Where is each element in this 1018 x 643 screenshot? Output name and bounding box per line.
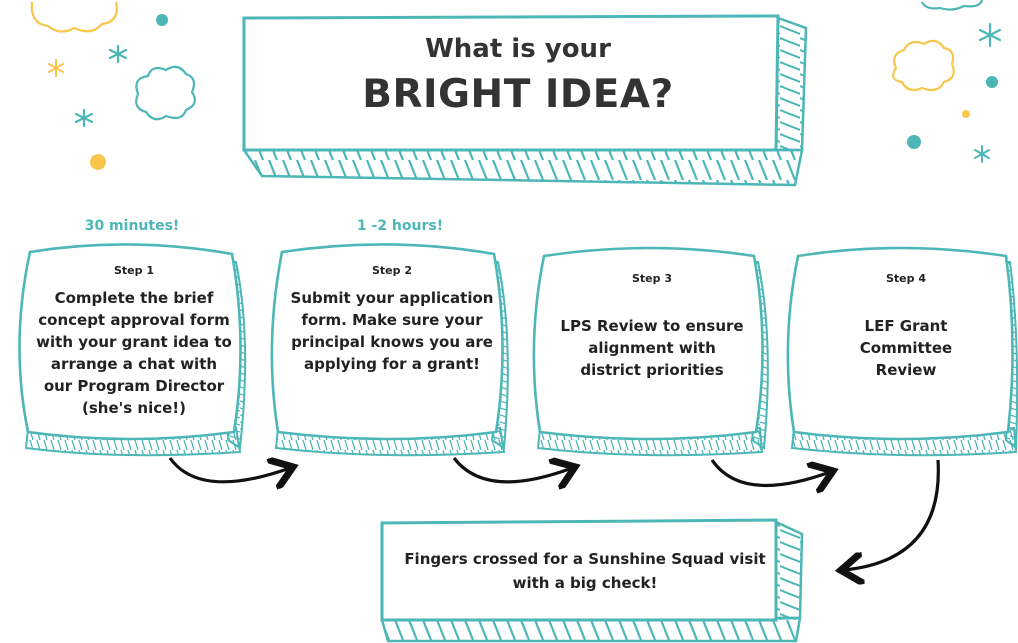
title-box: [241, 14, 808, 187]
dot-icon: [986, 76, 998, 88]
step-text: Complete the brief concept approval form…: [36, 289, 232, 417]
arrow-step1-to-step2: [168, 458, 290, 482]
sparkle-icon: [978, 22, 1002, 48]
step-label: Step 3: [632, 272, 672, 285]
step-text: Submit your application form. Make sure …: [290, 289, 494, 373]
step-card-2: Step 2 Submit your application form. Mak…: [290, 264, 494, 375]
dot-icon: [907, 135, 921, 149]
cloud-icon: [30, 1, 118, 33]
title-line-1: What is your: [425, 34, 611, 64]
step-card-4: Step 4 LEF Grant Committee Review: [818, 272, 994, 381]
final-step-text: Fingers crossed for a Sunshine Squad vis…: [404, 550, 766, 592]
step-label: Step 4: [886, 272, 926, 285]
step-card-frame-2: [270, 243, 509, 457]
step2-time-label: 1 -2 hours!: [356, 218, 444, 234]
arrow-step3-to-step4: [710, 459, 830, 485]
sparkle-icon: [74, 108, 94, 128]
sparkle-icon: [108, 44, 128, 64]
step-text: LEF Grant Committee Review: [859, 317, 953, 379]
step-text: LPS Review to ensure alignment with dist…: [560, 317, 744, 379]
step-label: Step 1: [114, 264, 154, 277]
step-card-frame-1: [18, 243, 247, 457]
dot-icon: [156, 14, 168, 26]
step-card-frame-4: [786, 246, 1018, 457]
step-card-1: Step 1 Complete the brief concept approv…: [36, 264, 232, 419]
step1-time-label: 30 minutes!: [84, 218, 180, 234]
step-label: Step 2: [372, 264, 412, 277]
dot-icon: [962, 110, 970, 118]
cloud-icon: [135, 65, 196, 121]
arrow-step2-to-step3: [452, 458, 572, 482]
cloud-icon: [892, 39, 955, 92]
sparkle-icon: [974, 145, 990, 163]
dot-icon: [90, 154, 106, 170]
step-card-frame-3: [532, 246, 769, 457]
arrow-step4-to-final: [844, 459, 940, 570]
cloud-icon: [921, 0, 984, 11]
page-title: BRIGHT IDEA?: [362, 72, 674, 117]
step-card-3: Step 3 LPS Review to ensure alignment wi…: [560, 272, 744, 381]
final-box: [380, 518, 804, 643]
sparkle-icon: [48, 59, 64, 77]
